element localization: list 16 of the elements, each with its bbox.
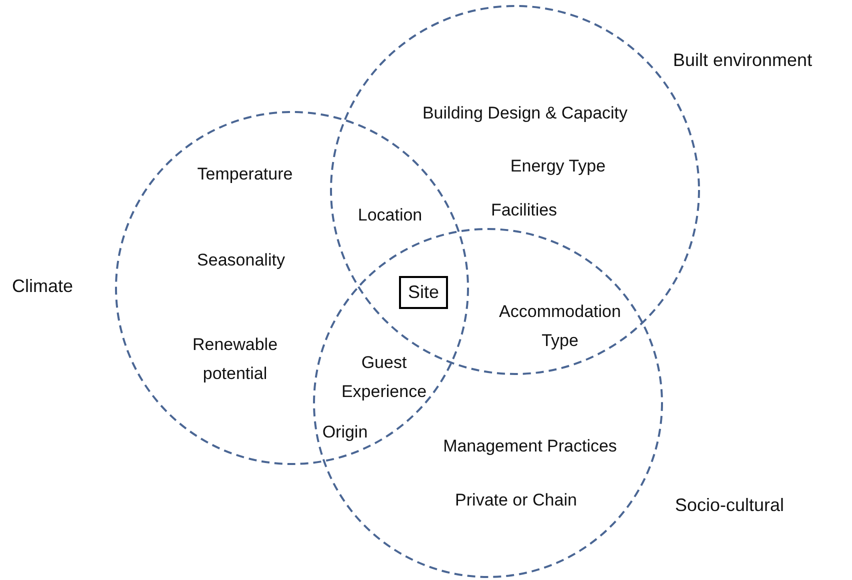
factor-label: Building Design & Capacity	[422, 102, 628, 124]
factor-label: Accommodation Type	[498, 301, 622, 352]
factor-label: Seasonality	[197, 250, 285, 272]
set-heading: Climate	[12, 276, 74, 297]
factor-label: Renewable potential	[191, 334, 279, 385]
factor-label: Facilities	[490, 200, 558, 222]
factor-label: Temperature	[197, 164, 293, 186]
set-heading: Socio-cultural	[675, 495, 784, 516]
factor-label: Energy Type	[510, 156, 606, 178]
factor-label: Location	[358, 204, 422, 226]
factor-label: Guest Experience	[340, 352, 428, 403]
factor-label: Origin	[322, 422, 368, 444]
boxed-label: Site	[399, 276, 448, 309]
factor-label: Management Practices	[443, 436, 617, 458]
factor-label: Private or Chain	[455, 490, 577, 512]
set-heading: Built environment	[673, 50, 812, 71]
